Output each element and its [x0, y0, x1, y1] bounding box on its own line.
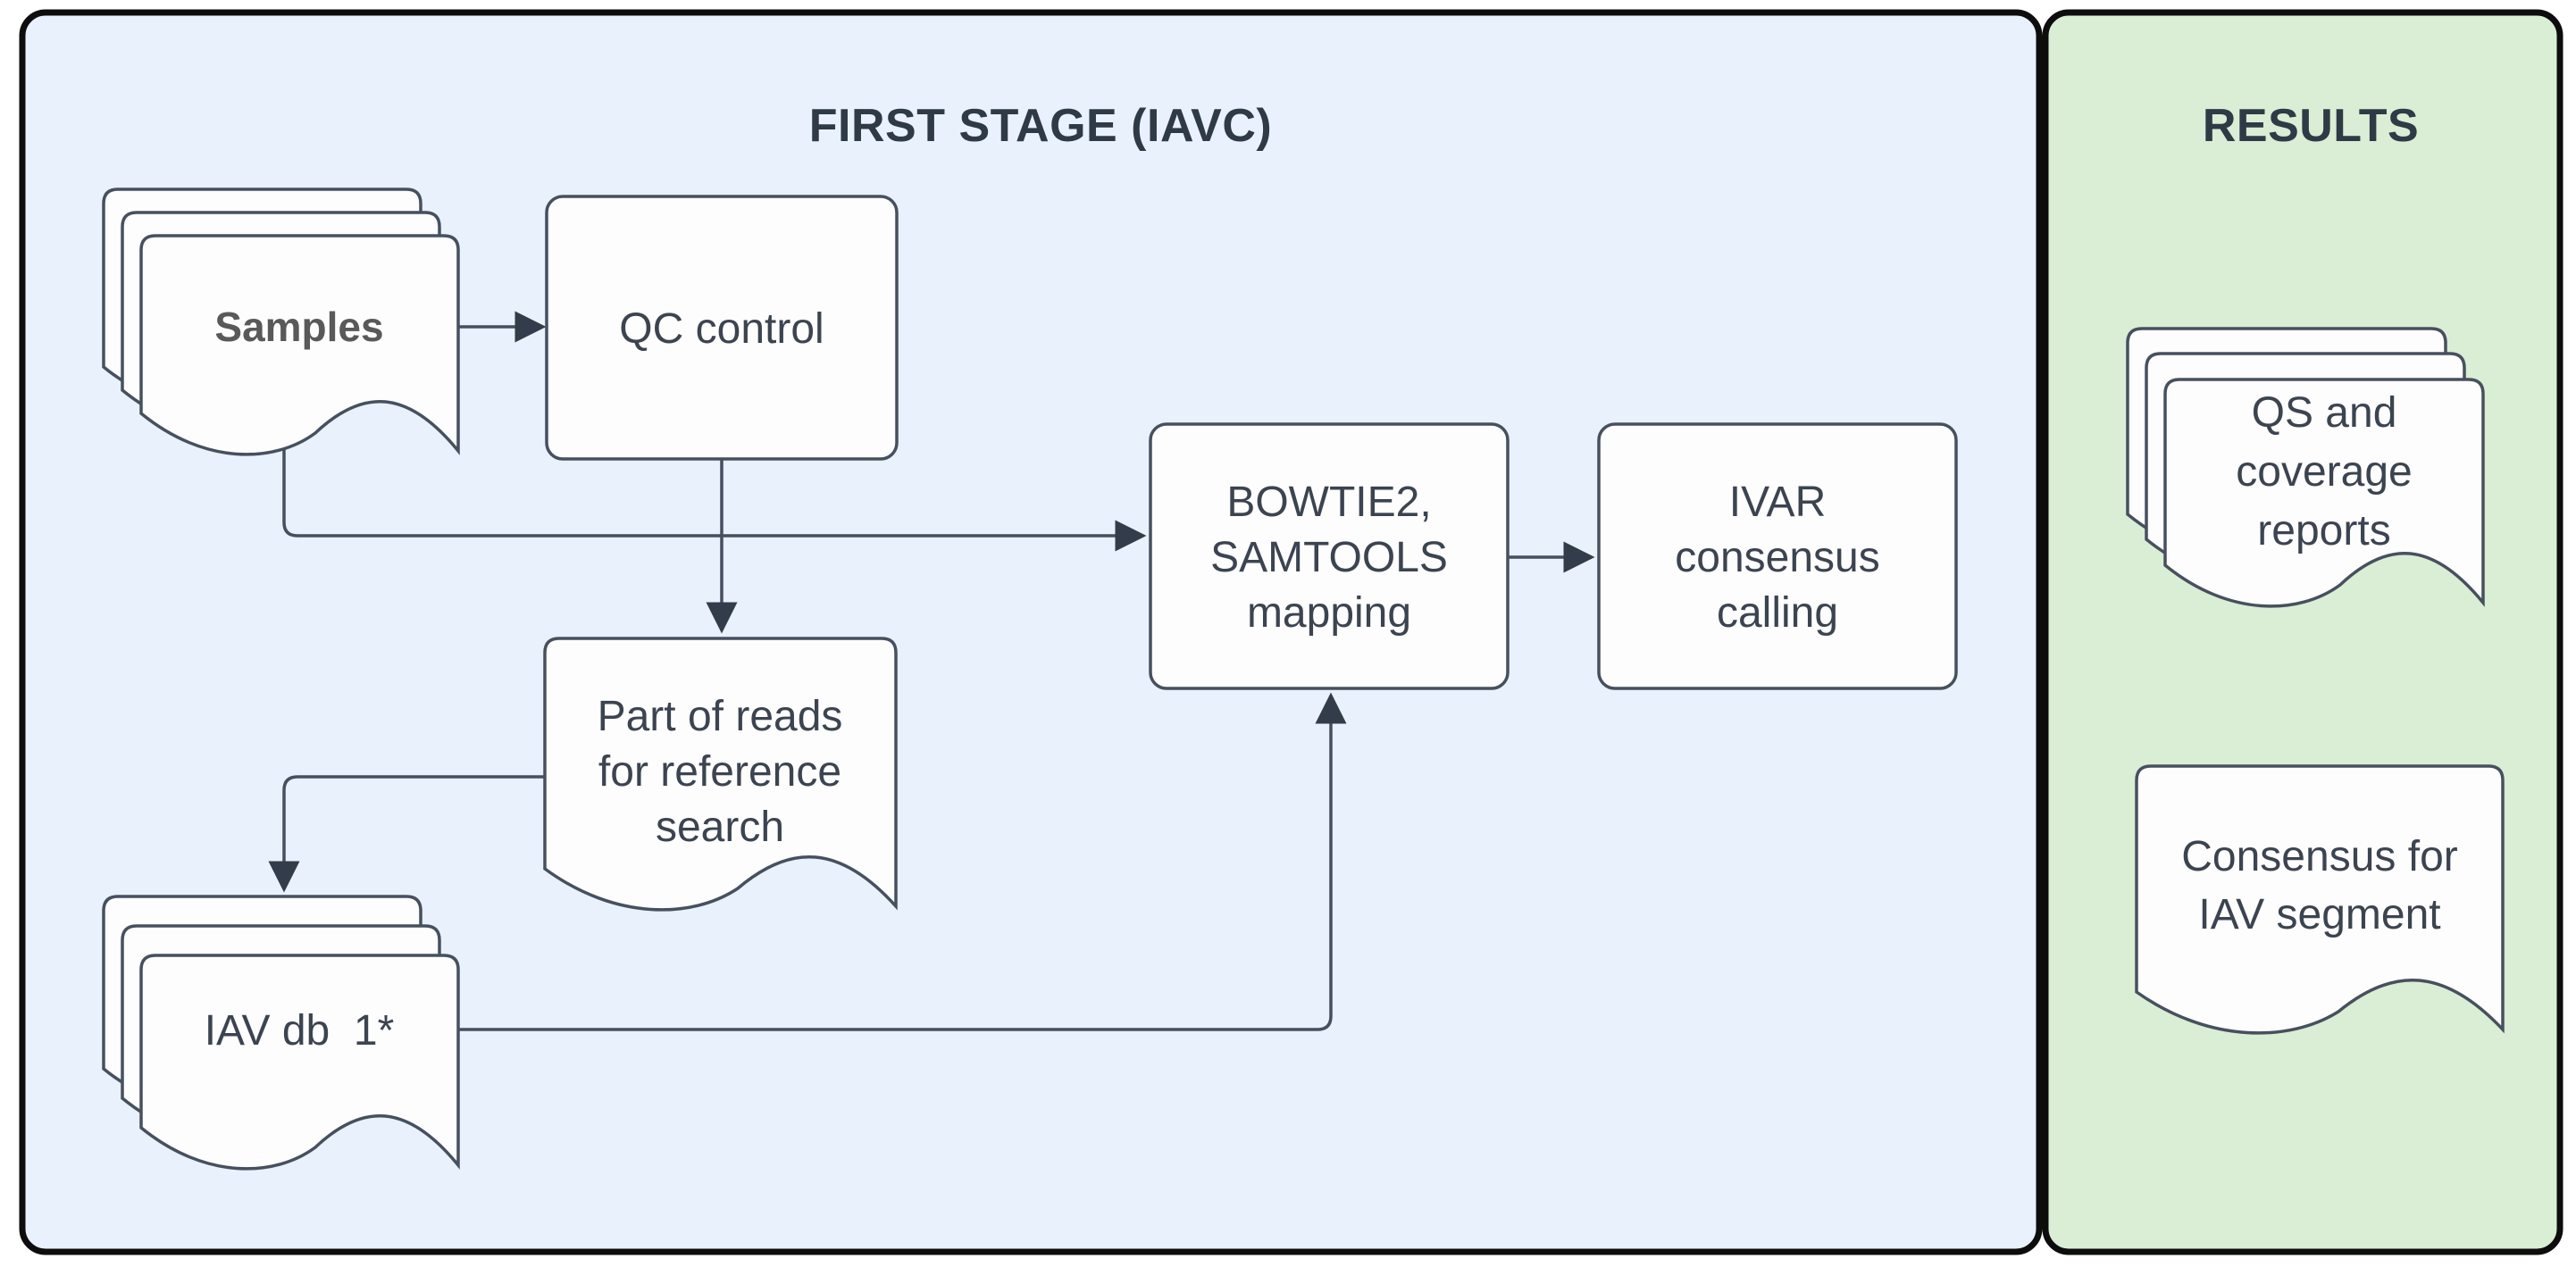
edges [268, 311, 1595, 1031]
results-panel [2042, 9, 2563, 1255]
node-consensus-label-line2: IAV segment [2198, 891, 2440, 938]
node-ivar-label-line2: consensus [1675, 534, 1879, 581]
node-bowtie-label-line2: SAMTOOLS [1210, 534, 1448, 581]
node-bowtie-label-line1: BOWTIE2, [1226, 479, 1431, 526]
process-box [1149, 422, 1510, 690]
edge-part-of-reads-to-iav-db [268, 775, 545, 893]
process-box [1597, 422, 1958, 690]
node-qc-control-label: QC control [619, 305, 824, 353]
first-stage-title: FIRST STAGE (IAVC) [809, 100, 1272, 152]
node-qc-control: QC control [545, 195, 899, 461]
node-qs-reports-label-line2: coverage [2236, 448, 2412, 496]
node-bowtie-samtools: BOWTIE2, SAMTOOLS mapping [1149, 422, 1510, 690]
node-ivar-consensus: IVAR consensus calling [1597, 422, 1958, 690]
document-shape [2135, 764, 2505, 1035]
edge-iav-db-to-bowtie [458, 692, 1347, 1031]
node-iav-db-label: IAV db 1* [205, 1007, 395, 1054]
node-part-of-reads-label-line2: for reference [598, 748, 841, 796]
results-title: RESULTS [2203, 100, 2419, 152]
document-shape [543, 637, 898, 912]
node-samples-label: Samples [214, 304, 383, 350]
node-bowtie-label-line3: mapping [1247, 589, 1411, 637]
node-part-of-reads: Part of reads for reference search [543, 637, 898, 912]
node-iav-db: IAV db 1* [102, 895, 460, 1171]
node-samples: Samples [102, 188, 460, 456]
node-part-of-reads-label-line3: search [656, 804, 784, 851]
node-part-of-reads-label-line1: Part of reads [598, 693, 843, 740]
node-consensus-iav-segment: Consensus for IAV segment [2135, 764, 2505, 1035]
edge-samples-to-bowtie [282, 448, 1147, 552]
node-qs-reports-label-line1: QS and [2252, 389, 2397, 437]
node-ivar-label-line3: calling [1717, 589, 1838, 637]
node-qs-reports-label-line3: reports [2257, 507, 2390, 554]
node-qs-coverage-reports: QS and coverage reports [2126, 327, 2485, 608]
node-ivar-label-line1: IVAR [1729, 479, 1826, 526]
process-box [545, 195, 899, 461]
node-consensus-label-line1: Consensus for [2181, 833, 2458, 880]
